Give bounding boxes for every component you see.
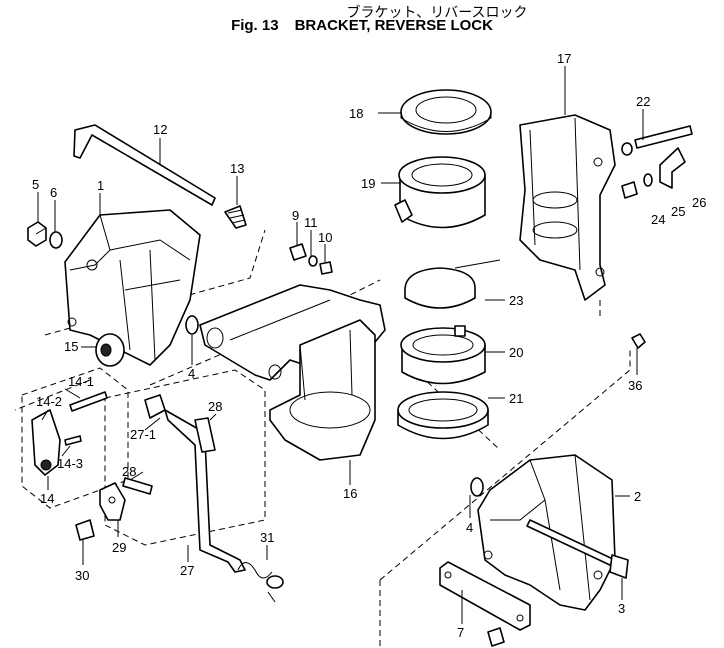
figure-title-text: BRACKET, REVERSE LOCK [294, 17, 493, 34]
part-4-washer-upper [185, 315, 199, 335]
callout-6: 6 [50, 185, 57, 200]
callout-10: 10 [318, 230, 332, 245]
callout-1: 1 [97, 178, 104, 193]
callout-30: 30 [75, 568, 89, 583]
callout-23: 23 [509, 293, 523, 308]
part-28-pin-upper [194, 417, 216, 453]
part-23-clamp-band [404, 259, 501, 309]
callout-16: 16 [343, 486, 357, 501]
callout-36: 36 [628, 378, 642, 393]
part-19-housing [394, 156, 486, 229]
callout-9: 9 [292, 208, 299, 223]
subassembly-box-27 [104, 369, 266, 546]
part-7-screw [487, 627, 505, 647]
callout-labels: 1 2 3 4 4 5 6 7 9 10 11 12 13 14 14-1 14… [32, 51, 706, 640]
part-31-spring [237, 562, 284, 603]
part-14-2-lever [31, 409, 61, 476]
callout-31: 31 [260, 530, 274, 545]
part-17-housing [519, 114, 616, 301]
callout-14: 14 [40, 491, 54, 506]
callout-27-1: 27-1 [130, 427, 156, 442]
part-11-washer [308, 255, 318, 267]
part-18-ring [400, 89, 492, 135]
callout-26: 26 [692, 195, 706, 210]
callout-5: 5 [32, 177, 39, 192]
part-21-ring [397, 391, 489, 440]
part-26-knob [659, 147, 686, 189]
callout-27: 27 [180, 563, 194, 578]
part-28-pin-lower [122, 477, 153, 495]
callout-28-lower: 28 [122, 464, 136, 479]
part-12-rod [73, 124, 216, 206]
figure-number: Fig. 13 [231, 17, 279, 34]
callout-14-1: 14-1 [68, 374, 94, 389]
figure-title: Fig. 13 BRACKET, REVERSE LOCK [0, 17, 724, 34]
part-15-knob [95, 333, 125, 367]
callout-15: 15 [64, 339, 78, 354]
callout-24: 24 [651, 212, 665, 227]
callout-11: 11 [304, 215, 318, 230]
part-22-bolt [621, 125, 693, 156]
part-25-washer [643, 173, 653, 187]
part-14-3-pin [64, 435, 82, 446]
part-29-plate [99, 482, 126, 521]
part-5-nut [27, 221, 47, 247]
part-16-swivel-case [269, 319, 376, 461]
part-6-washer [49, 231, 63, 249]
callout-29: 29 [112, 540, 126, 555]
callout-4-lower: 4 [466, 520, 473, 535]
part-24-pin [621, 181, 638, 199]
callout-12: 12 [153, 122, 167, 137]
part-3-bolt [526, 519, 629, 579]
part-7-plate [439, 561, 531, 631]
part-1-bracket-left [64, 209, 201, 366]
callout-21: 21 [509, 391, 523, 406]
part-4-washer-lower [470, 477, 484, 497]
callout-19: 19 [361, 176, 375, 191]
callout-25: 25 [671, 204, 685, 219]
callout-4-upper: 4 [188, 366, 195, 381]
callout-14-2: 14-2 [36, 394, 62, 409]
callout-2: 2 [634, 489, 641, 504]
callout-14-3: 14-3 [57, 456, 83, 471]
callout-22: 22 [636, 94, 650, 109]
part-30-screw [75, 519, 95, 541]
part-9-bolt [289, 243, 307, 261]
part-10-screw [319, 261, 333, 275]
callout-28-upper: 28 [208, 399, 222, 414]
callout-17: 17 [557, 51, 571, 66]
callout-18: 18 [349, 106, 363, 121]
title-japanese: ブラケット、リバースロック [346, 5, 528, 21]
callout-20: 20 [509, 345, 523, 360]
subassembly-box-14 [21, 367, 129, 509]
callout-7: 7 [457, 625, 464, 640]
part-13-spring [224, 205, 247, 229]
leader-lines [37, 66, 644, 624]
part-14-1-spring [69, 391, 108, 412]
part-20-bearing [400, 325, 486, 385]
callout-3: 3 [618, 601, 625, 616]
callout-13: 13 [230, 161, 244, 176]
part-36-fitting [631, 333, 646, 349]
